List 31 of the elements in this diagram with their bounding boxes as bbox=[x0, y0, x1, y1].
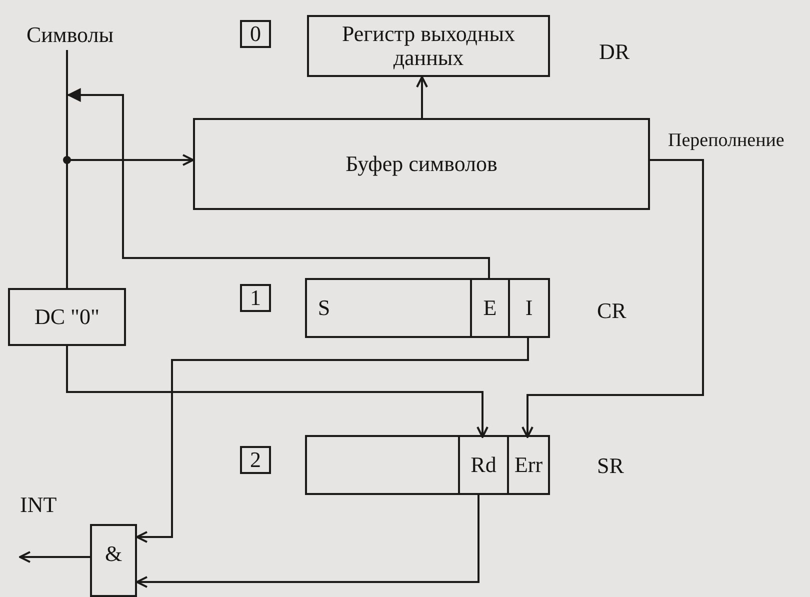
edge-label: Переполнение bbox=[668, 130, 784, 152]
arrow bbox=[66, 346, 488, 438]
arrow bbox=[66, 88, 490, 280]
block-label: 1 bbox=[250, 286, 261, 310]
block-label: E bbox=[483, 296, 497, 320]
signal-label: INT bbox=[20, 492, 57, 518]
block-box bbox=[90, 524, 137, 597]
arrow bbox=[416, 76, 428, 118]
block-box bbox=[240, 20, 271, 48]
block-box bbox=[8, 288, 126, 346]
register-name: CR bbox=[597, 298, 626, 324]
block-label: DC "0" bbox=[34, 304, 100, 330]
block-label: Err bbox=[514, 452, 543, 478]
arrow bbox=[136, 493, 480, 588]
arrow bbox=[19, 551, 90, 563]
block-box bbox=[240, 446, 271, 474]
register-name: DR bbox=[599, 39, 630, 65]
block-label: 2 bbox=[250, 448, 261, 472]
register-name: SR bbox=[597, 453, 624, 479]
gate-symbol: & bbox=[104, 542, 122, 567]
signal-label: Символы bbox=[15, 20, 125, 50]
block-label: S bbox=[318, 296, 330, 320]
block-box bbox=[240, 284, 271, 312]
block-label: I bbox=[525, 296, 533, 320]
arrow bbox=[136, 336, 529, 543]
block-label: Rd bbox=[470, 452, 496, 478]
block-label: 0 bbox=[250, 22, 261, 46]
block-label: Регистр выходных данных bbox=[340, 22, 516, 70]
arrow bbox=[522, 159, 704, 438]
block-label: Буфер символов bbox=[346, 152, 498, 176]
block-box bbox=[193, 118, 650, 210]
